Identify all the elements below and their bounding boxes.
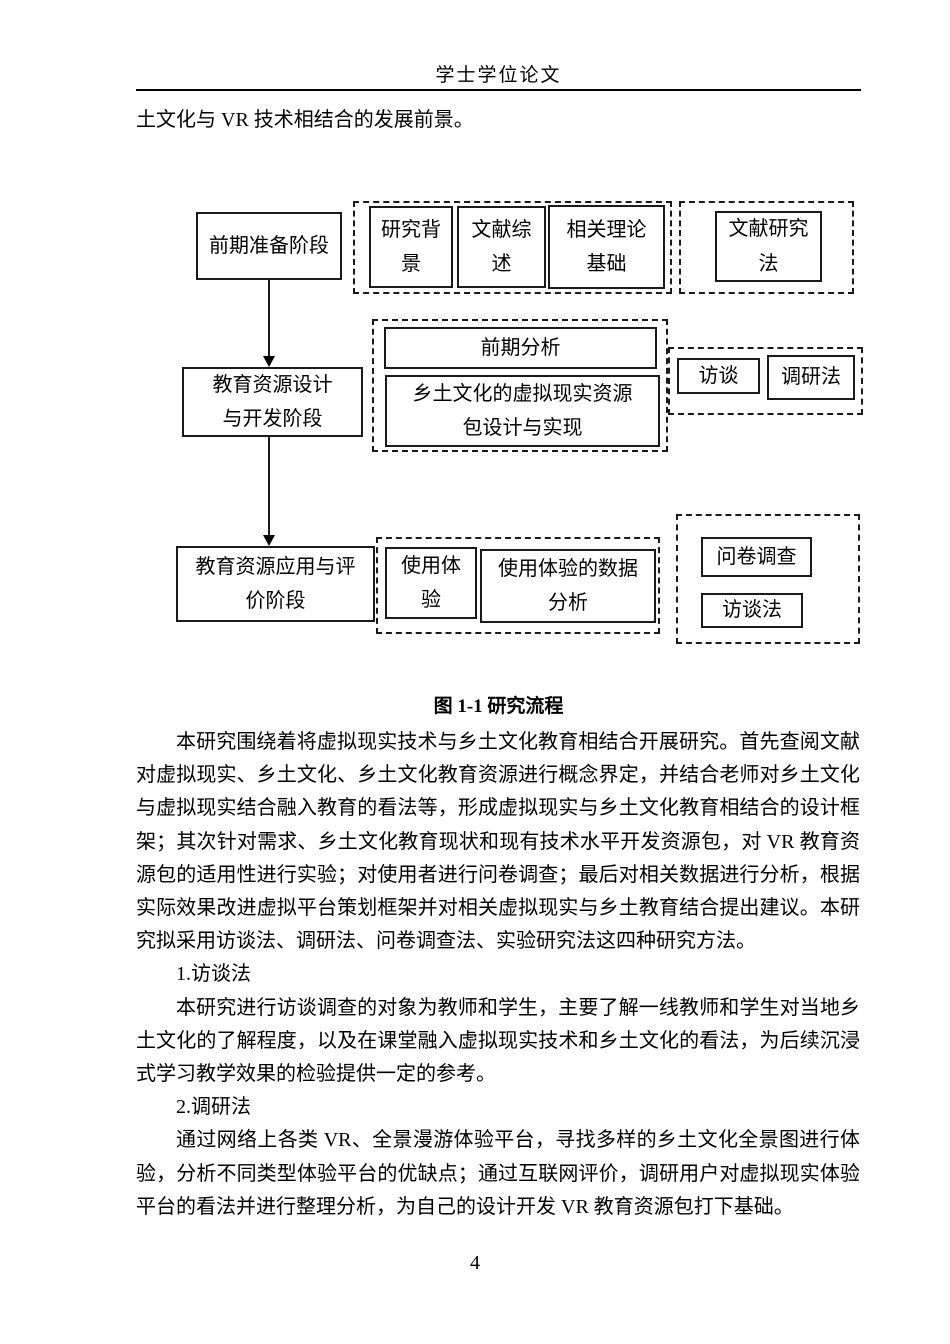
down-arrow-line-2 xyxy=(268,437,270,537)
box-field-research-method: 调研法 xyxy=(767,355,855,400)
down-arrow-head-1 xyxy=(263,356,275,367)
dashed-group-row3-content xyxy=(376,537,660,634)
down-arrow-head-2 xyxy=(263,535,275,546)
box-vr-resource-package-design: 乡土文化的虚拟现实资源 包设计与实现 xyxy=(385,375,660,447)
dashed-group-row1-content xyxy=(353,201,672,294)
figure-caption: 图 1-1 研究流程 xyxy=(433,696,564,717)
paragraph-method1-detail: 本研究进行访谈调查的对象为教师和学生，主要了解一线教师和学生对当地乡土文化的了解… xyxy=(136,996,860,1086)
box-literature-research-method: 文献研究 法 xyxy=(715,211,822,282)
down-arrow-line-1 xyxy=(268,280,270,358)
box-interview-method: 访谈法 xyxy=(701,593,803,628)
dashed-group-row2-content xyxy=(372,319,668,452)
research-flowchart: 前期准备阶段 研究背 景 文献综 述 相关理论 基础 文献研究 法 教育资源设计… xyxy=(0,200,950,662)
box-preliminary-analysis: 前期分析 xyxy=(384,327,657,369)
intro-text: 土文化与 VR 技术相结合的发展前景。 xyxy=(136,109,474,131)
box-interview: 访谈 xyxy=(677,358,760,394)
paragraph-overview: 本研究围绕着将虚拟现实技术与乡土文化教育相结合开展研究。首先查阅文献对虚拟现实、… xyxy=(136,731,860,953)
body-text: 本研究围绕着将虚拟现实技术与乡土文化教育相结合开展研究。首先查阅文献对虚拟现实、… xyxy=(136,726,860,1224)
page-number: 4 xyxy=(470,1252,480,1274)
box-experience-data-analysis: 使用体验的数据 分析 xyxy=(480,549,656,623)
stage-box-application-evaluation: 教育资源应用与评 价阶段 xyxy=(176,546,375,622)
box-research-background: 研究背 景 xyxy=(369,206,453,288)
stage-box-design-development: 教育资源设计 与开发阶段 xyxy=(182,367,363,437)
paragraph-method2-detail: 通过网络上各类 VR、全景漫游体验平台，寻找多样的乡土文化全景图进行体验，分析不… xyxy=(136,1129,860,1218)
dashed-group-row2-method xyxy=(668,347,863,415)
box-literature-review: 文献综 述 xyxy=(457,206,546,288)
box-questionnaire-survey: 问卷调查 xyxy=(701,537,812,577)
dashed-group-row1-method xyxy=(679,201,854,294)
dashed-group-row3-method xyxy=(676,514,860,644)
paragraph-method2-heading: 2.调研法 xyxy=(176,1096,251,1119)
page-header-title: 学士学位论文 xyxy=(435,65,562,86)
paragraph-method1-heading: 1.访谈法 xyxy=(176,963,251,986)
stage-box-preparation: 前期准备阶段 xyxy=(196,212,342,280)
box-theoretical-basis: 相关理论 基础 xyxy=(548,205,665,289)
header-rule xyxy=(136,89,861,91)
box-usage-experience: 使用体 验 xyxy=(385,547,477,619)
